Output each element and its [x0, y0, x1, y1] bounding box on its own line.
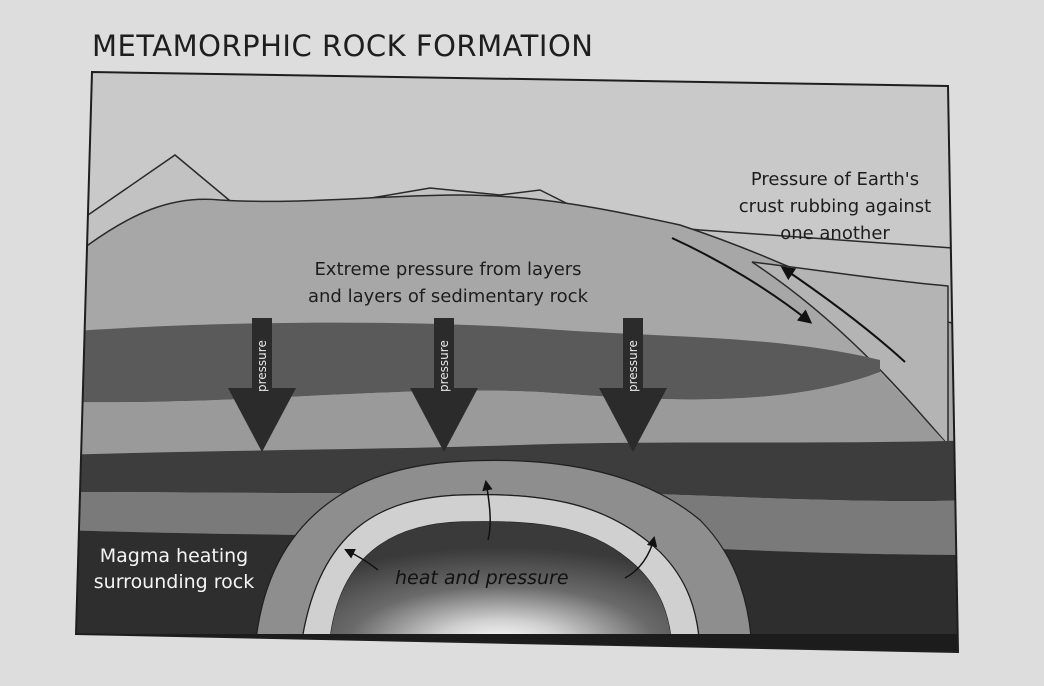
crust-arrow-down	[671, 237, 813, 324]
heat-arrow-right	[624, 535, 658, 579]
heat-pressure-label: heat and pressure	[395, 567, 569, 589]
diagram-title: METAMORPHIC ROCK FORMATION	[92, 29, 593, 63]
crust-pressure-label-2: crust rubbing against	[739, 196, 931, 217]
sediment-pressure-label-1: Extreme pressure from layers	[314, 259, 581, 280]
pressure-arrow-label: pressure	[437, 340, 451, 392]
rock-band-light-2	[76, 372, 948, 455]
pressure-arrow-label: pressure	[626, 340, 640, 392]
sediment-pressure-label-2: and layers of sedimentary rock	[308, 286, 589, 307]
pressure-arrow-2: pressure	[410, 318, 478, 452]
pressure-arrow-3: pressure	[599, 318, 667, 452]
pressure-arrow-1: pressure	[228, 318, 296, 452]
crust-pressure-label-1: Pressure of Earth's	[751, 169, 919, 190]
pressure-arrow-label: pressure	[255, 340, 269, 392]
heat-arrow-up	[482, 479, 493, 541]
crust-arrow-up	[780, 266, 906, 363]
magma-chamber	[330, 521, 672, 650]
magma-label-1: Magma heating	[100, 545, 249, 567]
frame-outline	[74, 70, 960, 654]
heat-arrow-left	[344, 549, 379, 571]
crust-pressure-label-3: one another	[780, 223, 890, 244]
magma-label-2: surrounding rock	[94, 571, 254, 593]
